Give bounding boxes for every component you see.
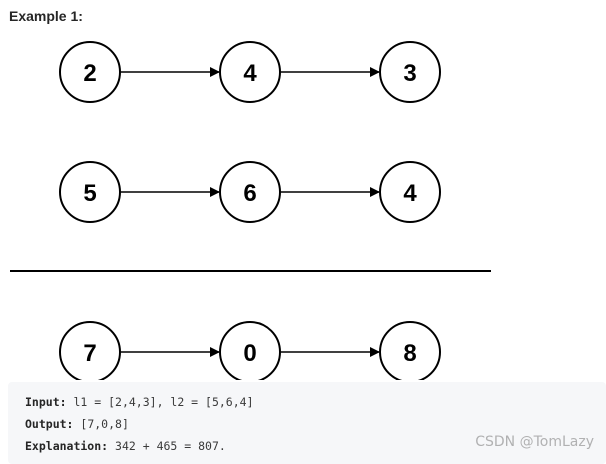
node-result-2-label: 8 [403, 340, 416, 367]
example-code-block: Input: l1 = [2,4,3], l2 = [5,6,4] Output… [8, 382, 606, 464]
input-label: Input: [25, 395, 67, 409]
node-l1-2 [379, 41, 441, 103]
explanation-line: Explanation: 342 + 465 = 807. [25, 439, 226, 453]
node-result-1 [219, 321, 281, 380]
list-l1: 2 4 3 [59, 41, 441, 103]
node-result-1-label: 0 [243, 340, 256, 367]
explanation-value: 342 + 465 = 807. [115, 439, 226, 453]
output-label: Output: [25, 417, 74, 431]
node-result-2 [379, 321, 441, 380]
node-l1-1-label: 4 [243, 60, 257, 87]
example-title: Example 1: [9, 8, 83, 24]
node-l1-2-label: 3 [403, 60, 416, 87]
node-l1-0-label: 2 [83, 60, 96, 87]
output-line: Output: [7,0,8] [25, 417, 129, 431]
node-l1-0 [59, 41, 121, 103]
node-l2-1-label: 6 [243, 180, 256, 207]
node-l1-1 [219, 41, 281, 103]
node-result-0-label: 7 [83, 340, 96, 367]
node-l2-1 [219, 161, 281, 223]
node-result-0 [59, 321, 121, 380]
linked-list-diagram: 2 4 3 5 6 4 7 0 8 [10, 41, 491, 380]
explanation-label: Explanation: [25, 439, 109, 453]
watermark: CSDN @TomLazy [475, 434, 594, 450]
node-l2-2 [379, 161, 441, 223]
output-value: [7,0,8] [80, 417, 129, 431]
node-l2-2-label: 4 [403, 180, 417, 207]
list-l2: 5 6 4 [59, 161, 441, 223]
list-result: 7 0 8 [59, 321, 441, 380]
node-l2-0 [59, 161, 121, 223]
node-l2-0-label: 5 [83, 180, 96, 207]
input-value: l1 = [2,4,3], l2 = [5,6,4] [73, 395, 254, 409]
input-line: Input: l1 = [2,4,3], l2 = [5,6,4] [25, 395, 254, 409]
